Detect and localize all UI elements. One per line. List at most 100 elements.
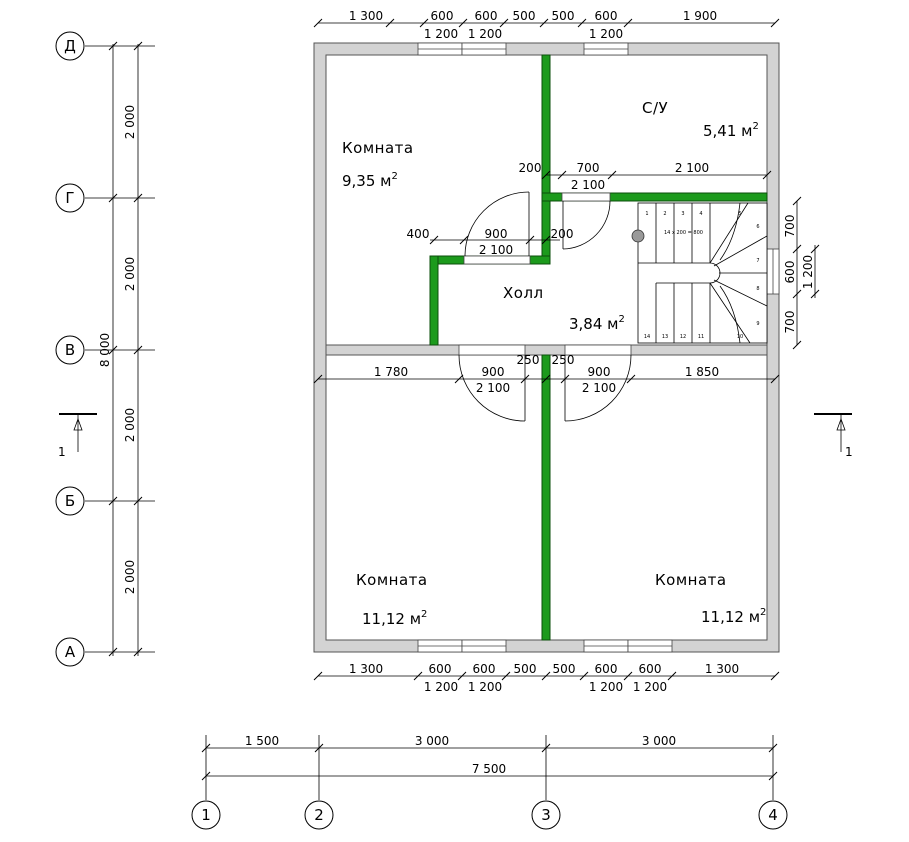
stair-step-9: 9 bbox=[756, 321, 759, 327]
window-top-2 bbox=[461, 42, 507, 56]
dim-top-window-2: 1 200 bbox=[468, 27, 502, 41]
dim-top-600c: 600 bbox=[595, 9, 618, 23]
stair-step-6: 6 bbox=[756, 224, 759, 230]
window-bottom-4 bbox=[627, 639, 673, 653]
dim-mid-900-left: 900 bbox=[482, 365, 505, 379]
stair-step-14: 14 bbox=[644, 334, 650, 340]
window-right bbox=[766, 248, 780, 295]
dim-mid-250-right: 250 bbox=[552, 353, 575, 367]
room-bottom-left-name: Комната bbox=[356, 571, 428, 589]
dim-bottom-600a: 600 bbox=[429, 662, 452, 676]
dim-room-door-h: 2 100 bbox=[479, 243, 513, 257]
section-label-right: 1 bbox=[845, 445, 853, 459]
axis-marker-v: В bbox=[55, 335, 85, 365]
dim-mid-900-right: 900 bbox=[588, 365, 611, 379]
top-dimensions: 1 300 600 600 500 500 600 1 900 1 200 1 … bbox=[313, 9, 780, 41]
su-name: С/У bbox=[642, 99, 668, 117]
room-top-left-area: 9,35 м2 bbox=[342, 171, 398, 190]
section-mark-right: 1 bbox=[814, 413, 853, 459]
axis-marker-2: 2 bbox=[304, 800, 334, 830]
dim-top-window-1: 1 200 bbox=[424, 27, 458, 41]
dim-left-seg-1: 2 000 bbox=[123, 105, 137, 139]
dim-bottom-window-4: 1 200 bbox=[633, 680, 667, 694]
dim-room-door-400: 400 bbox=[407, 227, 430, 241]
dim-top-window-3: 1 200 bbox=[589, 27, 623, 41]
dim-left-seg-2: 2 000 bbox=[123, 257, 137, 291]
axis-label-3: 3 bbox=[541, 806, 551, 824]
window-top-3 bbox=[583, 42, 629, 56]
window-bottom-1 bbox=[417, 639, 463, 653]
stair-step-12: 12 bbox=[680, 334, 686, 340]
dim-top-500b: 500 bbox=[552, 9, 575, 23]
dim-bottom-1300a: 1 300 bbox=[349, 662, 383, 676]
door-room-bottom-left bbox=[458, 344, 526, 422]
axis-marker-g: Г bbox=[55, 183, 85, 213]
room-bottom-right-name: Комната bbox=[655, 571, 727, 589]
door-su bbox=[561, 192, 611, 250]
hall-area: 3,84 м2 bbox=[569, 314, 625, 333]
dim-mid-2100-right: 2 100 bbox=[582, 381, 616, 395]
axis-label-d: Д bbox=[64, 37, 76, 55]
dim-right-700-top: 700 bbox=[783, 215, 797, 238]
dim-left-seg-4: 2 000 bbox=[123, 560, 137, 594]
newel-post-icon bbox=[631, 229, 645, 243]
stair-step-5: 5 bbox=[738, 211, 741, 217]
axis-label-v: В bbox=[65, 341, 75, 359]
axis-marker-1: 1 bbox=[191, 800, 221, 830]
dim-top-500a: 500 bbox=[513, 9, 536, 23]
stair-step-4: 4 bbox=[699, 211, 702, 217]
stair-step-11: 11 bbox=[698, 334, 704, 340]
room-labels: Комната 9,35 м2 С/У 5,41 м2 Холл 3,84 м2… bbox=[342, 99, 766, 628]
right-dimensions: 700 600 700 1 200 bbox=[783, 196, 820, 350]
dim-bottom-600b: 600 bbox=[473, 662, 496, 676]
su-area: 5,41 м2 bbox=[703, 121, 759, 140]
dim-room-door-900: 900 bbox=[485, 227, 508, 241]
column-axis-markers: 1 2 3 4 bbox=[191, 800, 788, 830]
dim-bottom-window-2: 1 200 bbox=[468, 680, 502, 694]
axis-label-2: 2 bbox=[314, 806, 324, 824]
room-bottom-left-area: 11,12 м2 bbox=[362, 609, 427, 628]
room-bottom-right-area: 11,12 м2 bbox=[701, 607, 766, 626]
dim-bottom-600d: 600 bbox=[639, 662, 662, 676]
dim-left-total: 8 000 bbox=[98, 333, 112, 367]
stair-step-8: 8 bbox=[756, 286, 759, 292]
dim-bottom-1300b: 1 300 bbox=[705, 662, 739, 676]
dim-top-600b: 600 bbox=[475, 9, 498, 23]
dim-top-1300: 1 300 bbox=[349, 9, 383, 23]
axis-label-g: Г bbox=[65, 189, 74, 207]
window-bottom-2 bbox=[461, 639, 507, 653]
dim-hall-700: 700 bbox=[577, 161, 600, 175]
axis-marker-b: Б bbox=[55, 486, 85, 516]
dim-left-seg-3: 2 000 bbox=[123, 408, 137, 442]
dim-hall-200-top: 200 bbox=[519, 161, 542, 175]
axis-label-b: Б bbox=[65, 492, 75, 510]
dim-axes-1500: 1 500 bbox=[245, 734, 279, 748]
dim-mid-1850: 1 850 bbox=[685, 365, 719, 379]
dim-bottom-500a: 500 bbox=[514, 662, 537, 676]
axis-marker-a: А bbox=[55, 637, 85, 667]
section-label-left: 1 bbox=[58, 445, 66, 459]
dim-axes-3000b: 3 000 bbox=[642, 734, 676, 748]
bottom-dimensions: 1 300 600 600 500 500 600 600 1 300 1 20… bbox=[201, 662, 780, 800]
hall-name: Холл bbox=[503, 284, 544, 302]
row-axis-markers: Д Г В Б А bbox=[55, 31, 85, 667]
dim-bottom-600c: 600 bbox=[595, 662, 618, 676]
stair-step-2: 2 bbox=[663, 211, 666, 217]
dim-right-700-bottom: 700 bbox=[783, 311, 797, 334]
axis-marker-d: Д bbox=[55, 31, 85, 61]
staircase: 14 x 200 = 800 1 2 3 4 5 6 7 8 9 10 11 1… bbox=[631, 202, 768, 344]
stair-step-10: 10 bbox=[737, 334, 743, 340]
dim-bottom-window-1: 1 200 bbox=[424, 680, 458, 694]
dim-mid-1780: 1 780 bbox=[374, 365, 408, 379]
axis-label-a: А bbox=[65, 643, 76, 661]
interior-walls bbox=[325, 344, 768, 356]
dim-top-600a: 600 bbox=[431, 9, 454, 23]
door-room-top-left bbox=[463, 191, 531, 265]
stair-step-3: 3 bbox=[681, 211, 684, 217]
window-top-1 bbox=[417, 42, 463, 56]
axis-label-1: 1 bbox=[201, 806, 211, 824]
dim-right-600: 600 bbox=[783, 261, 797, 284]
dim-bottom-window-3: 1 200 bbox=[589, 680, 623, 694]
stair-step-7: 7 bbox=[756, 258, 759, 264]
